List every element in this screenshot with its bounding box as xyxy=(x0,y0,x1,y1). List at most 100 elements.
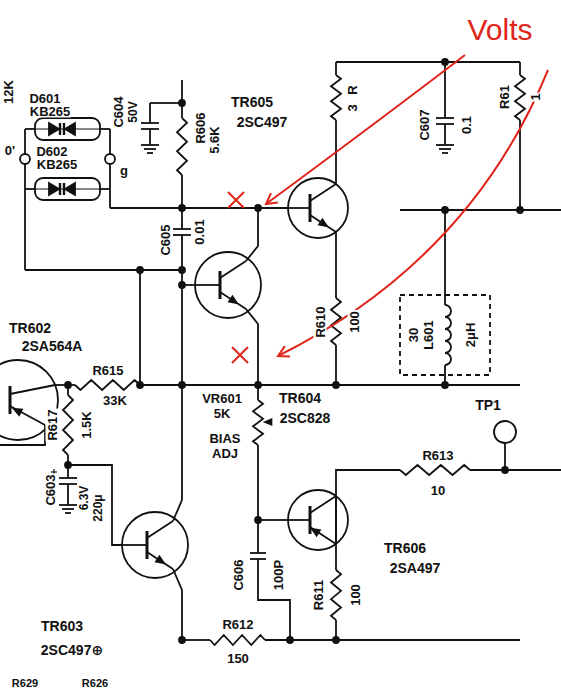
arrow-head xyxy=(319,219,327,226)
wire xyxy=(444,210,446,305)
component-label: C605 xyxy=(159,223,172,256)
capacitor-symbol xyxy=(250,553,266,559)
circuit xyxy=(0,59,561,645)
annotation xyxy=(228,55,548,363)
junction-dot xyxy=(442,382,448,388)
component-label: R629 xyxy=(11,678,39,689)
resistor-symbol xyxy=(177,118,187,175)
wire xyxy=(150,102,182,104)
arrow-head xyxy=(229,296,237,303)
wire xyxy=(470,469,561,471)
capacitor-symbol xyxy=(173,229,191,235)
component-label: R611 xyxy=(312,579,325,611)
resistor-symbol xyxy=(400,465,470,475)
junction-dot xyxy=(65,382,71,388)
junction-dot xyxy=(517,207,523,213)
component-label: 30 xyxy=(407,327,420,343)
component-label: 33K xyxy=(102,394,128,407)
component-label: 50V xyxy=(127,100,139,123)
annotation-text: Volts xyxy=(466,15,533,45)
junction-dot xyxy=(179,637,185,643)
junction-dot xyxy=(179,205,185,211)
component-label: D602 xyxy=(35,145,68,158)
wire xyxy=(400,209,561,211)
wire xyxy=(519,120,521,210)
annotation-arrow-head xyxy=(278,346,290,356)
junction-dot xyxy=(137,267,143,273)
component-label: R xyxy=(346,84,359,95)
component-label: TR602 xyxy=(8,321,52,335)
wire xyxy=(336,61,520,63)
ground-symbol xyxy=(141,145,159,153)
component-label: 0' xyxy=(4,144,16,157)
component-label: 1.5K xyxy=(80,410,93,439)
ground-symbol xyxy=(436,145,454,153)
wire xyxy=(519,62,521,75)
component-label: R613 xyxy=(421,449,454,462)
component-label: R617 xyxy=(46,408,59,441)
junction-dot xyxy=(502,467,508,473)
annotation-cross xyxy=(228,192,244,208)
component-label: 5K xyxy=(213,407,232,420)
component-label: R615 xyxy=(91,364,124,377)
component-label: 2SC497⊕ xyxy=(40,643,104,657)
varicap-diode-pair xyxy=(35,178,100,200)
wire xyxy=(246,208,258,261)
component-label: g xyxy=(119,164,129,177)
wire xyxy=(335,345,337,385)
wire xyxy=(100,128,110,130)
arrow-head xyxy=(312,529,320,536)
wire xyxy=(68,465,122,545)
wire xyxy=(139,270,141,385)
transistor-symbol xyxy=(288,490,348,550)
component-label: 220μ xyxy=(92,493,104,522)
wire xyxy=(335,496,337,570)
component-label: 12K xyxy=(2,79,15,105)
junction-dot xyxy=(65,462,71,468)
arrow-head xyxy=(156,556,164,563)
wire xyxy=(0,425,45,445)
wire xyxy=(257,445,259,553)
annotation-cross xyxy=(232,347,248,363)
component-label: 5.6K xyxy=(208,125,221,154)
junction-dot xyxy=(287,637,293,643)
component-label: 2SA497 xyxy=(389,561,442,575)
component-label: 0.01 xyxy=(193,218,206,245)
wire xyxy=(109,129,111,208)
component-label: 2SA564A xyxy=(21,339,84,353)
resistor-symbol xyxy=(331,75,341,120)
component-label: TR603 xyxy=(40,619,84,633)
annotation-arrow xyxy=(278,70,548,356)
wire xyxy=(24,129,26,270)
wire xyxy=(25,128,35,130)
wire xyxy=(149,103,151,123)
component-label: 100 xyxy=(349,583,362,607)
annotation-arrow xyxy=(266,55,465,204)
wire xyxy=(181,80,183,118)
component-label: 6.3V xyxy=(78,485,90,512)
transistor-symbol xyxy=(195,252,261,318)
terminal xyxy=(105,154,115,164)
junction-dot xyxy=(442,207,448,213)
resistor-symbol xyxy=(63,395,73,455)
component-label: 1 xyxy=(529,92,542,101)
test-point xyxy=(494,421,516,443)
ground-symbol xyxy=(59,505,77,513)
junction-dot xyxy=(333,382,339,388)
component-label: TP1 xyxy=(474,398,502,412)
shield-box xyxy=(400,295,490,375)
junction-dot xyxy=(255,382,261,388)
component-label: 100P xyxy=(272,559,285,591)
wire xyxy=(182,639,210,641)
wire xyxy=(100,188,110,190)
wire xyxy=(265,639,520,641)
inductor-symbol xyxy=(445,305,451,365)
component-label: 3 xyxy=(346,103,359,112)
capacitor-symbol xyxy=(436,118,454,124)
wire xyxy=(504,443,506,470)
component-label: 150 xyxy=(226,652,250,665)
component-label: R612 xyxy=(221,618,254,631)
terminal xyxy=(20,154,30,164)
junction-dot xyxy=(179,382,185,388)
component-label: L601 xyxy=(422,319,435,351)
